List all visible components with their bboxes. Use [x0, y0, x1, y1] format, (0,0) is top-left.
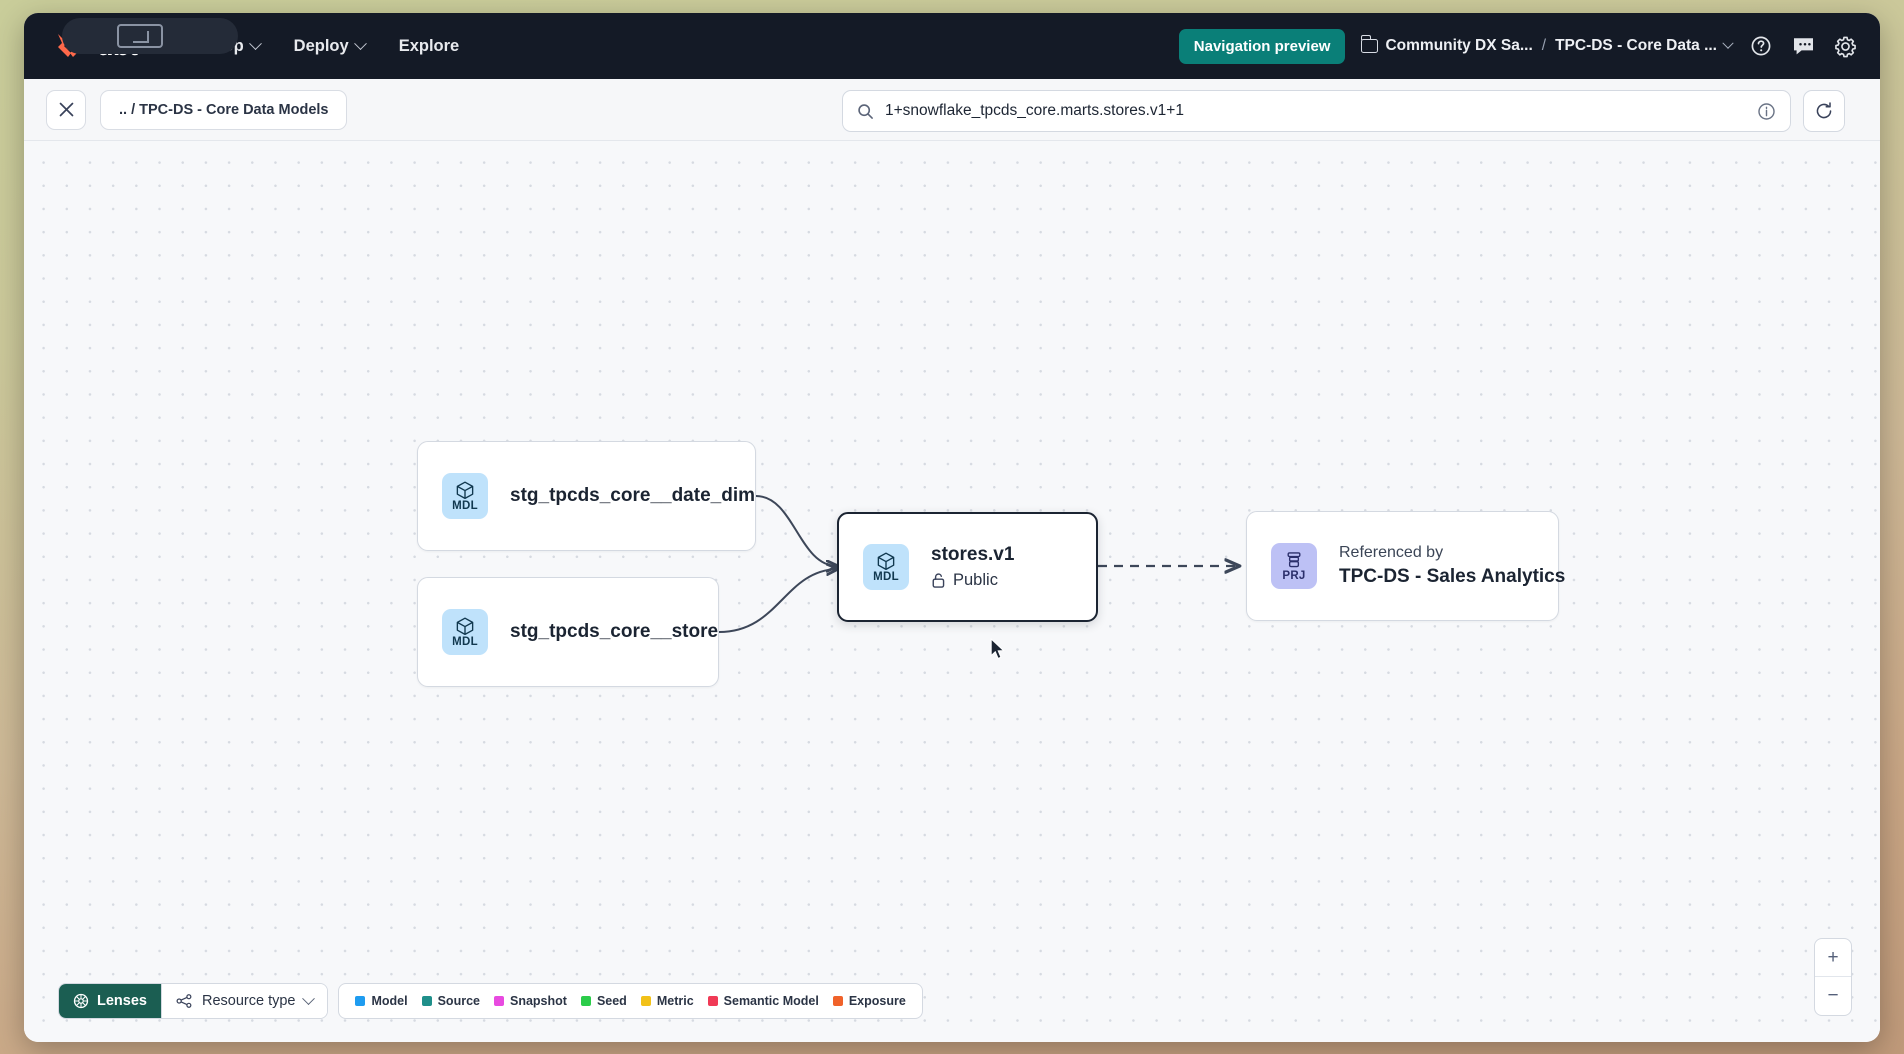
cube-icon	[455, 480, 475, 499]
top-navigation-bar: dbt Develop Deploy Explore Navigation pr…	[24, 13, 1880, 79]
resource-type-label: Resource type	[201, 993, 296, 1009]
legend-item-metric: Metric	[640, 994, 694, 1008]
nav-item-explore-label: Explore	[398, 36, 460, 55]
legend-label: Metric	[656, 994, 694, 1008]
search-area	[842, 90, 1845, 132]
project-stack-icon	[1284, 550, 1304, 569]
chevron-down-icon	[1722, 37, 1734, 49]
info-icon[interactable]	[1757, 102, 1776, 121]
breadcrumb-project[interactable]: TPC-DS - Core Data ...	[1555, 37, 1734, 55]
browser-window: dbt Develop Deploy Explore Navigation pr…	[24, 13, 1880, 1042]
badge-label: MDL	[452, 636, 478, 648]
badge-model: MDL	[442, 473, 488, 519]
graph-node-title: stg_tpcds_core__date_dim	[510, 485, 755, 506]
search-icon	[858, 103, 873, 119]
badge-label: MDL	[873, 571, 899, 583]
graph-edge-layer	[718, 495, 1880, 633]
breadcrumb-project-label: TPC-DS - Core Data ...	[1555, 37, 1717, 54]
lenses-button[interactable]: Lenses	[59, 984, 161, 1018]
graph-node-title: stores.v1	[931, 544, 1015, 565]
explorer-subheader: .. / TPC-DS - Core Data Models	[24, 79, 1880, 141]
graph-node-eyebrow: Referenced by	[1339, 544, 1444, 561]
legend-item-semantic-model: Semantic Model	[707, 994, 819, 1008]
window-tab-nub[interactable]	[62, 18, 238, 54]
navigation-preview-button[interactable]: Navigation preview	[1178, 28, 1346, 64]
feedback-icon[interactable]	[1790, 33, 1816, 59]
legend-item-seed: Seed	[580, 994, 627, 1008]
graph-node-text-block: Referenced by TPC-DS - Sales Analytics	[1339, 544, 1565, 588]
legend-label: Snapshot	[509, 994, 567, 1008]
graph-node-title: stg_tpcds_core__store	[510, 621, 719, 642]
window-restore-icon	[117, 24, 163, 48]
folder-icon	[1361, 35, 1379, 53]
graph-node-date-dim[interactable]: MDL stg_tpcds_core__date_dim	[417, 441, 756, 551]
graph-node-store[interactable]: MDL stg_tpcds_core__store	[417, 577, 719, 687]
badge-model: MDL	[863, 544, 909, 590]
chevron-down-icon	[353, 36, 367, 50]
unlock-icon	[932, 573, 945, 588]
refresh-icon	[1816, 102, 1832, 119]
breadcrumb: Community DX Sa... / TPC-DS - Core Data …	[1361, 35, 1734, 55]
legend-label: Source	[437, 994, 480, 1008]
legend-swatch	[580, 996, 591, 1006]
nav-item-explore[interactable]: Explore	[397, 31, 462, 62]
graph-edge	[718, 569, 837, 633]
graph-bottom-toolbar: Lenses Resource type Model	[58, 983, 923, 1019]
legend-item-model: Model	[355, 994, 408, 1008]
legend-swatch	[707, 996, 718, 1006]
nav-item-deploy-label: Deploy	[293, 36, 349, 55]
graph-node-text-block: stores.v1 Public	[931, 544, 1014, 590]
cube-icon	[455, 616, 475, 635]
nav-item-deploy[interactable]: Deploy	[292, 31, 367, 62]
search-input[interactable]	[885, 102, 1746, 120]
badge-project: PRJ	[1271, 543, 1317, 589]
chevron-down-icon	[302, 991, 316, 1005]
search-box[interactable]	[842, 90, 1791, 132]
graph-node-referenced-by-project[interactable]: PRJ Referenced by TPC-DS - Sales Analyti…	[1246, 511, 1565, 621]
legend-item-snapshot: Snapshot	[493, 994, 567, 1008]
graph-node-stores-v1[interactable]: MDL stores.v1 Public	[837, 512, 1098, 622]
legend-item-exposure: Exposure	[832, 994, 906, 1008]
badge-model: MDL	[442, 609, 488, 655]
legend-label: Exposure	[848, 994, 906, 1008]
graph-edge	[755, 495, 837, 566]
legend-swatch	[493, 996, 504, 1006]
zoom-controls: + −	[1814, 938, 1852, 1016]
help-icon[interactable]	[1748, 33, 1774, 59]
legend-swatch	[832, 996, 843, 1006]
lenses-label: Lenses	[97, 993, 147, 1009]
resource-type-legend: Model Source Snapshot Seed Metric	[338, 983, 923, 1019]
legend-swatch	[421, 996, 432, 1006]
node-graph-icon	[176, 994, 192, 1008]
refresh-button[interactable]	[1803, 90, 1845, 132]
graph-node-access-label: Public	[953, 571, 998, 589]
breadcrumb-separator: /	[1541, 37, 1547, 54]
legend-swatch	[355, 996, 366, 1006]
breadcrumb-account[interactable]: Community DX Sa...	[1361, 35, 1533, 55]
badge-label: MDL	[452, 500, 478, 512]
chevron-down-icon	[248, 36, 262, 50]
close-button[interactable]	[46, 89, 86, 130]
lineage-graph-canvas[interactable]: MDL stg_tpcds_core__date_dim MDL stg_tpc…	[24, 141, 1880, 1042]
legend-label: Seed	[596, 994, 627, 1008]
settings-gear-icon[interactable]	[1832, 33, 1858, 59]
legend-label: Model	[371, 994, 408, 1008]
graph-node-access: Public	[931, 571, 1014, 590]
resource-type-button[interactable]: Resource type	[160, 984, 328, 1018]
lens-aperture-icon	[73, 993, 89, 1009]
close-icon	[59, 102, 73, 117]
cube-icon	[876, 551, 896, 570]
legend-item-source: Source	[421, 994, 480, 1008]
lenses-group: Lenses Resource type	[58, 983, 329, 1019]
graph-node-title: TPC-DS - Sales Analytics	[1339, 566, 1566, 587]
topbar-right-cluster: Navigation preview Community DX Sa... / …	[1178, 28, 1858, 64]
breadcrumb-path-chip[interactable]: .. / TPC-DS - Core Data Models	[100, 89, 348, 130]
badge-label: PRJ	[1282, 570, 1306, 582]
zoom-out-button[interactable]: −	[1827, 985, 1839, 1006]
breadcrumb-account-label: Community DX Sa...	[1385, 37, 1533, 54]
legend-label: Semantic Model	[723, 994, 819, 1008]
legend-swatch	[640, 996, 651, 1006]
zoom-in-button[interactable]: +	[1815, 939, 1851, 977]
